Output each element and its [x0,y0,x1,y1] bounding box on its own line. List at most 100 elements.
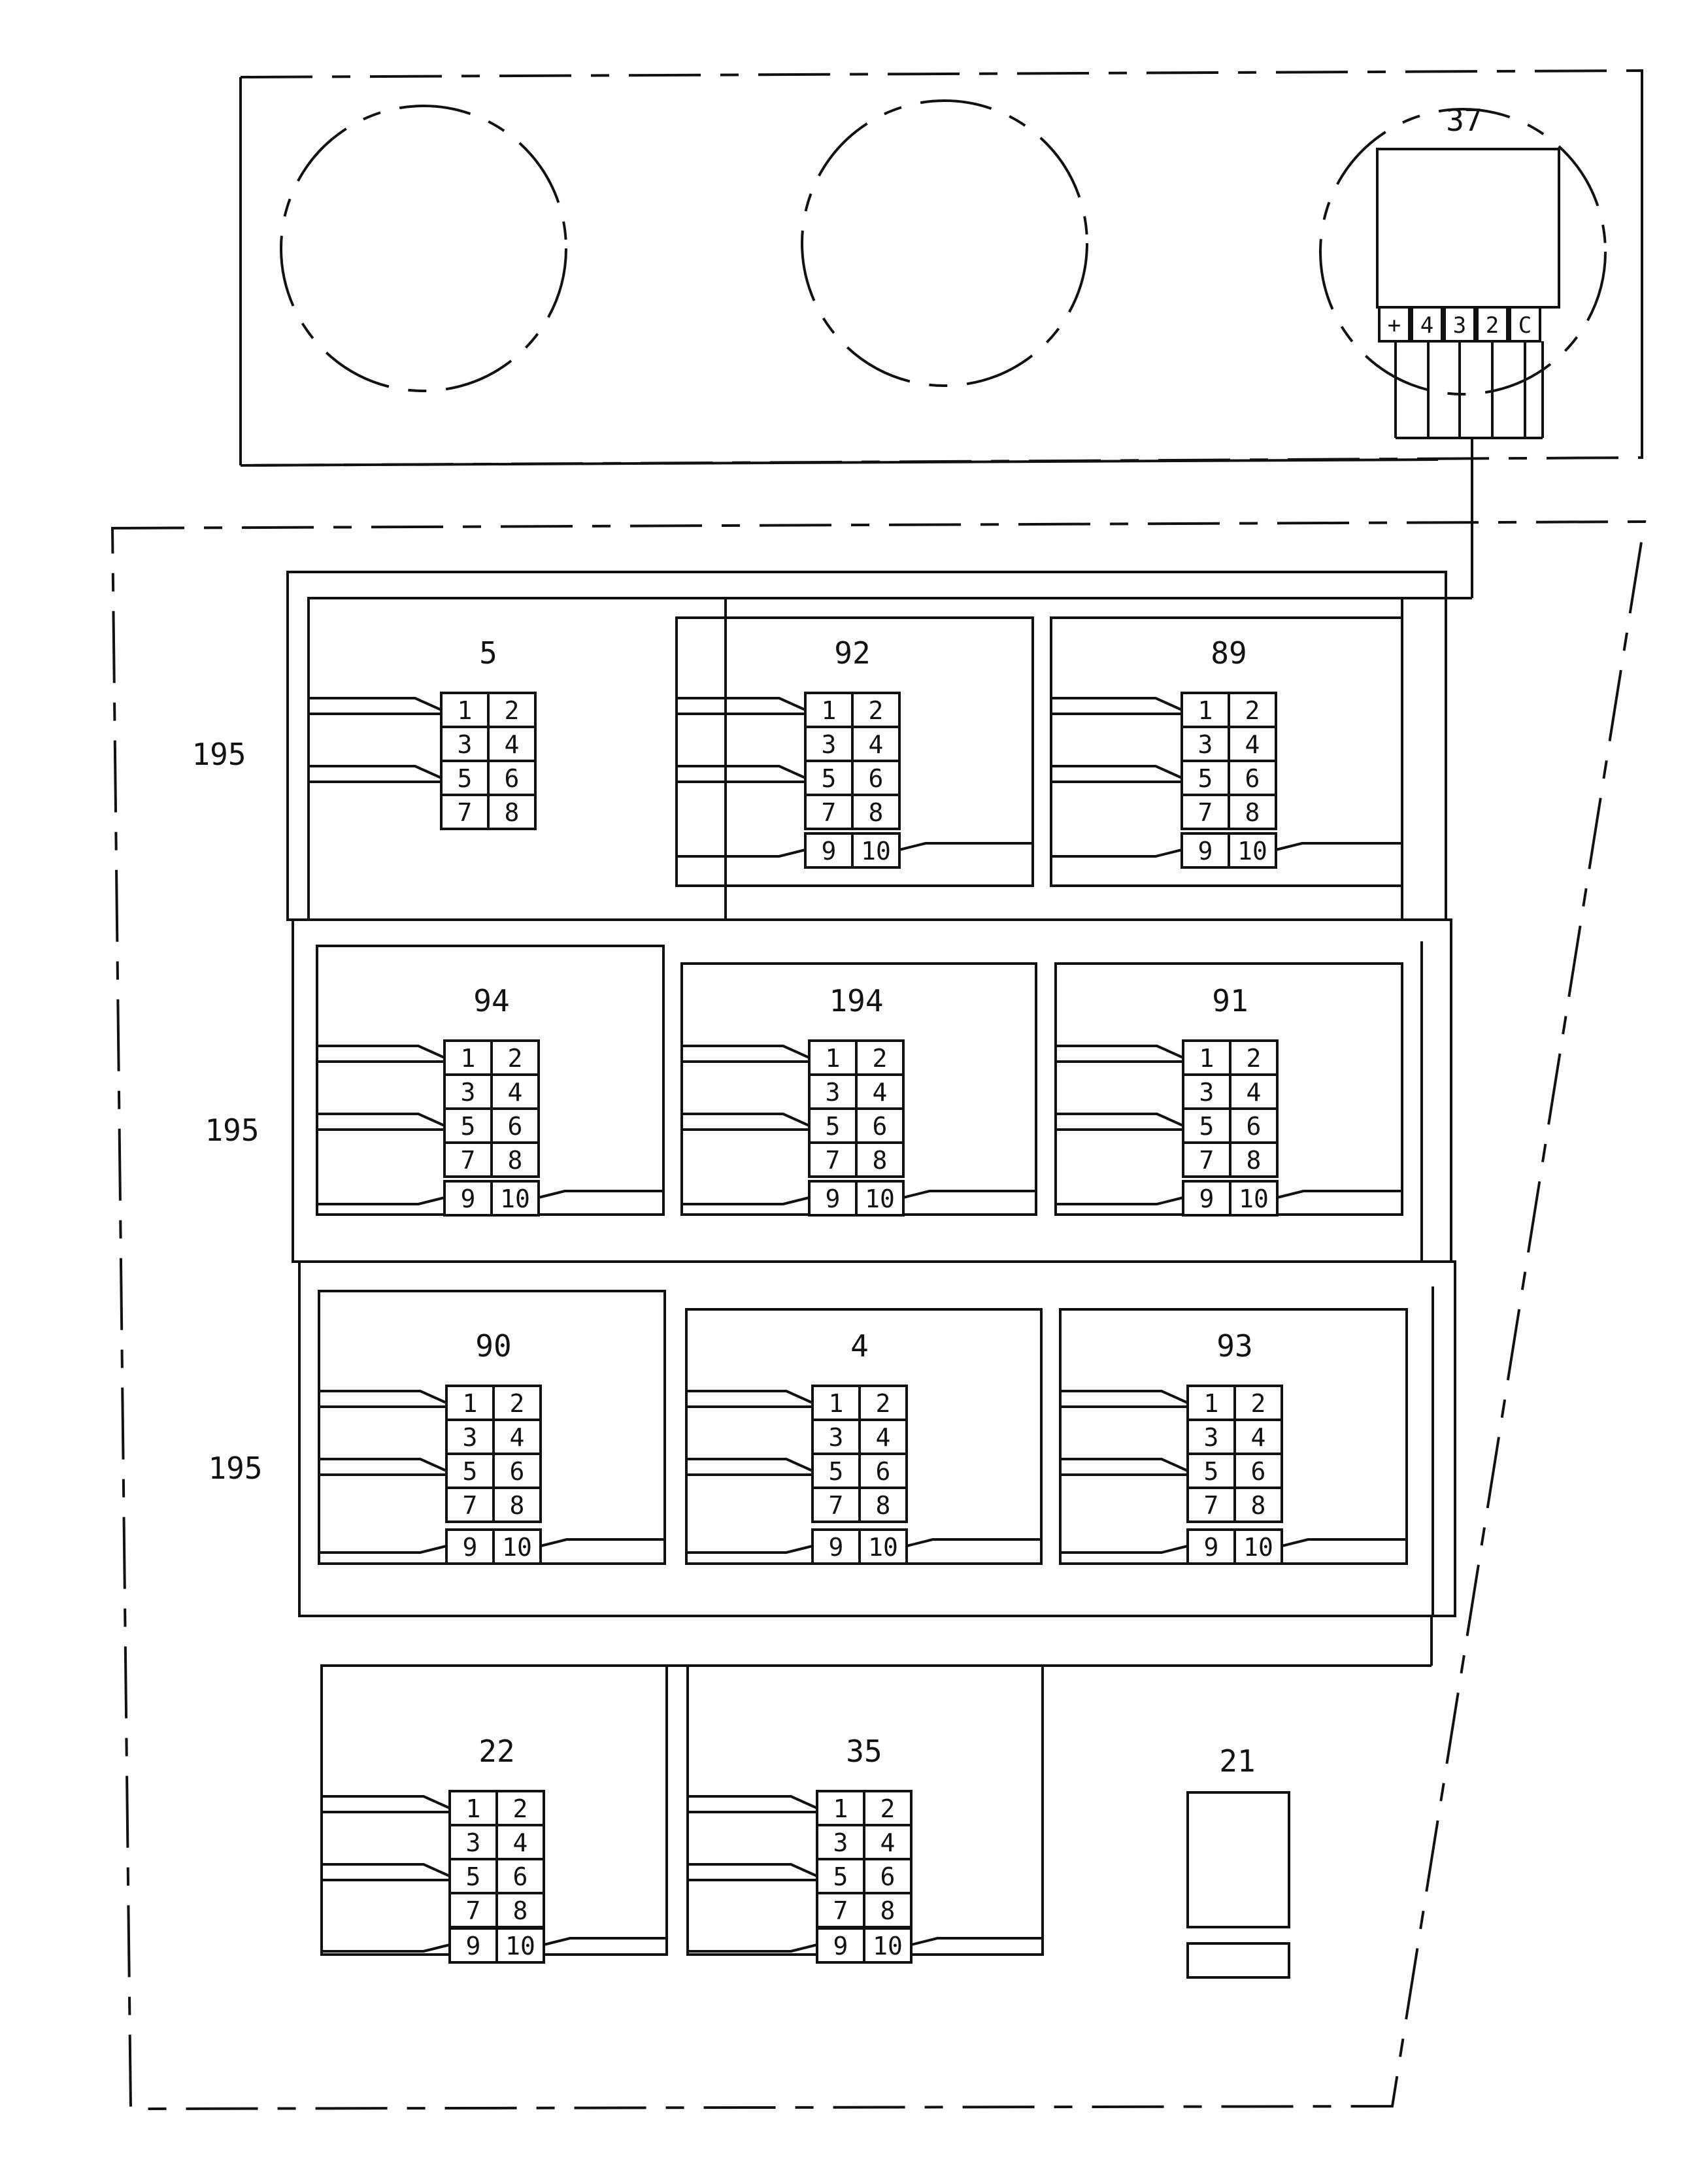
terminal-cell [811,1487,861,1523]
terminal-number: 2 [505,696,520,725]
aux-wire-left [688,1943,818,1953]
terminal-cell [851,692,901,728]
aux-terminal-number: 10 [1243,1533,1273,1562]
terminal-number: 3 [461,1078,476,1107]
module-21: 21 [1186,1743,1290,1979]
lead-wire [1051,765,1182,779]
aux-terminal-number: 9 [829,1533,844,1562]
module-194-label: 194 [829,983,883,1018]
module-91-label: 91 [1212,983,1248,1018]
aux-terminal-cell [1233,1528,1283,1565]
terminal-number: 7 [822,798,837,827]
aux-terminal-number: 9 [1204,1533,1219,1562]
module-22-label: 22 [478,1734,514,1769]
terminal-2: 2 [1486,312,1499,339]
aux-terminal-cell [490,1180,540,1217]
aux-wire-right [1277,1190,1402,1199]
terminal-cell [1181,760,1230,796]
aux-wire-left [682,1196,810,1205]
terminal-number: 8 [869,798,884,827]
terminal-number: 1 [829,1389,844,1418]
terminal-cell [490,1039,540,1076]
terminal-number: 3 [1204,1423,1219,1452]
aux-wire-left [686,1545,813,1554]
terminal-number: 7 [466,1896,481,1925]
terminal-number: 3 [458,730,473,759]
terminal-plus: + [1388,312,1401,339]
aux-terminal-number: 10 [873,1932,903,1960]
terminal-cell [863,1790,913,1826]
aux-terminal-cell [858,1528,908,1565]
aux-terminal-cell [1182,1180,1231,1217]
lead-wire [322,1863,450,1877]
terminal-number: 7 [1204,1491,1219,1520]
aux-wire-left [317,1196,445,1205]
terminal-number: 6 [876,1457,891,1486]
terminal-number: 7 [463,1491,478,1520]
module-94-label: 94 [473,983,509,1018]
lead-wire [322,1795,450,1809]
terminal-number: 4 [880,1828,896,1857]
terminal-cell [492,1419,542,1455]
top-panel [239,69,1643,467]
aux-wire-right [903,1190,1036,1199]
module-90-label: 90 [475,1328,511,1364]
terminal-number: 5 [1199,1112,1214,1141]
terminal-cell [1229,1107,1279,1144]
aux-wire-left [322,1943,450,1953]
terminal-number: 5 [833,1862,848,1891]
terminal-number: 5 [829,1457,844,1486]
terminal-number: 3 [466,1828,481,1857]
aux-wire-right [543,1937,667,1946]
lead-wire [1060,1390,1188,1404]
terminal-number: 6 [510,1457,525,1486]
aux-wire-right [899,842,1033,851]
terminal-cell [863,1892,913,1928]
terminal-number: 3 [463,1423,478,1452]
row-label-195-top: 195 [192,737,246,772]
terminal-number: 8 [876,1491,891,1520]
terminal-number: 3 [829,1423,844,1452]
terminal-number: 8 [513,1896,528,1925]
terminal-cell [487,692,537,728]
terminal-cell [492,1487,542,1523]
terminal-number: 4 [508,1078,523,1107]
lead-wire [682,1045,810,1059]
aux-terminal-cell [1229,1180,1279,1217]
lead-wire [317,1113,445,1127]
terminal-cell [1228,760,1277,796]
lead-wire [677,697,806,711]
terminal-cell [1228,794,1277,830]
terminal-cell [851,726,901,762]
aux-terminal-cell [448,1927,498,1964]
terminal-cell [1182,1141,1231,1178]
aux-terminal-cell [804,832,854,869]
aux-wire-right [1281,1538,1407,1547]
aux-terminal-cell [851,832,901,869]
aux-terminal-cell [1181,832,1230,869]
lead-wire [1060,1458,1188,1472]
lead-wire [677,765,806,779]
aux-wire-right [1275,842,1402,851]
lower-panel [110,520,1647,2111]
terminal-number: 5 [826,1112,841,1141]
terminal-number: 1 [458,696,473,725]
terminal-number: 3 [1198,730,1213,759]
terminal-number: 1 [466,1794,481,1823]
aux-wire-right [906,1538,1041,1547]
aux-terminal-number: 9 [833,1932,848,1960]
terminal-number: 7 [1198,798,1213,827]
gauge-terminals: + 4 3 2 C [1378,306,1541,343]
lead-wire [317,1045,445,1059]
terminal-number: 1 [1198,696,1213,725]
lead-wire [319,1458,447,1472]
terminal-cell [858,1487,908,1523]
aux-wire-left [1051,848,1182,858]
lead-wire [309,697,442,711]
terminal-c: C [1518,312,1532,339]
terminal-number: 1 [826,1044,841,1073]
